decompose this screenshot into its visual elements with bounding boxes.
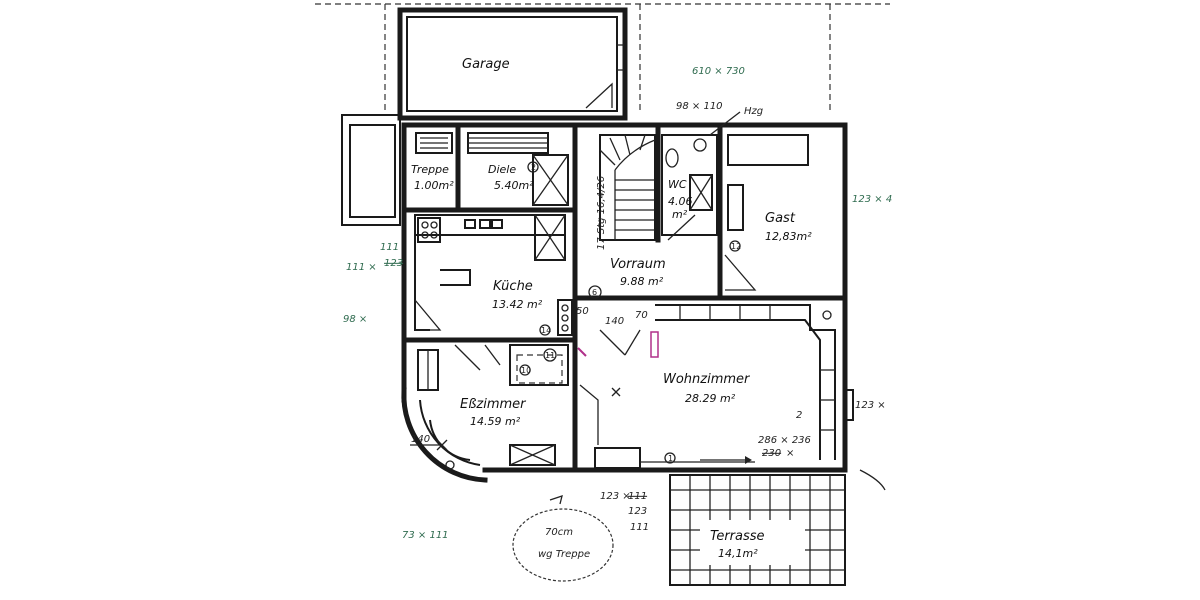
- gast-window-label: 123 × 4: [852, 194, 892, 205]
- circle-6: 6: [592, 288, 597, 297]
- terrace-window-strike: 111: [628, 491, 647, 502]
- terrace-window-label: 123 ×: [600, 491, 631, 502]
- wohn-window-label: 123 ×: [855, 400, 886, 411]
- wohnzimmer: Wohnzimmer 28.29 m² 123 × 286 × 236 230 …: [579, 304, 886, 469]
- garage-label: Garage: [462, 57, 510, 72]
- wohn-door-label: 286 × 236: [758, 435, 811, 446]
- wc-label: WC: [668, 178, 687, 191]
- treppe-diele: Treppe 1.00m² Diele 5.40m² 2: [411, 132, 569, 206]
- stamp-line2: wg Treppe: [538, 549, 590, 560]
- stair-dimensions: 17 Stg 16,4/26: [596, 176, 607, 250]
- kitchen: Küche 13.42 m² 50 14: [414, 214, 589, 336]
- vorraum-label: Vorraum: [610, 257, 666, 272]
- wc: WC 4.06 m² Hzg: [661, 106, 763, 241]
- circle-10: 10: [521, 366, 531, 375]
- ess-radius-label: 140: [411, 434, 430, 445]
- wohnzimmer-label: Wohnzimmer: [663, 372, 751, 387]
- handwritten-annotations: 610 × 730 98 × 110 111 × 123 111 98 × 73…: [343, 66, 745, 541]
- gast-area: 12,83m²: [765, 230, 812, 243]
- ess-window-label: 73 × 111: [402, 530, 449, 541]
- staircase: 17 Stg 16,4/26: [596, 134, 656, 250]
- wohn-door-x: ×: [786, 448, 794, 459]
- kueche-area: 13.42 m²: [492, 298, 543, 311]
- treppe-label: Treppe: [411, 163, 449, 176]
- wohnzimmer-area: 28.29 m²: [685, 392, 736, 405]
- wohn-door-strike: 230: [762, 448, 781, 459]
- garage-window-label: 610 × 730: [692, 66, 745, 77]
- site-boundary: [315, 3, 890, 491]
- esszimmer-area: 14.59 m²: [470, 415, 521, 428]
- circle-14: 14: [541, 326, 551, 335]
- garage: Garage: [397, 7, 628, 121]
- terrasse: Terrasse 14,1m²: [669, 474, 846, 586]
- heating-label: Hzg: [744, 106, 763, 117]
- treppe-area: 1.00m²: [414, 179, 454, 192]
- gast: 12 Gast 12,83m² 123 × 4: [724, 134, 892, 291]
- esszimmer: 11 10 140 Eßzimmer 14.59 m²: [401, 344, 569, 483]
- kitchen-window-label: 111 ×: [346, 262, 377, 273]
- kueche-label: Küche: [493, 279, 533, 294]
- stamp-line1: 70cm: [545, 527, 573, 538]
- door-140-label: 140: [605, 316, 624, 327]
- terrasse-label: Terrasse: [710, 529, 765, 544]
- terrasse-area: 14,1m²: [718, 547, 758, 560]
- gast-label: Gast: [765, 211, 796, 226]
- num-2-label: 2: [796, 410, 802, 421]
- terrace-window-alt: 111: [630, 522, 649, 533]
- vorraum: Vorraum 9.88 m² 6 140 70: [577, 257, 666, 358]
- side-window-label: 98 ×: [343, 314, 367, 325]
- circle-1: 1: [668, 454, 673, 463]
- kitchen-window-prefix: 111: [380, 242, 399, 253]
- outer-walls: [401, 122, 848, 473]
- window-98x110-label: 98 × 110: [676, 101, 723, 112]
- kitchen-window-strike: 123: [384, 258, 403, 269]
- diele-label: Diele: [488, 163, 516, 176]
- circle-11: 11: [545, 351, 555, 360]
- vorraum-area: 9.88 m²: [620, 275, 664, 288]
- stair-note-stamp: 70cm wg Treppe: [512, 508, 614, 582]
- circle-2-diele: 2: [531, 163, 536, 172]
- porch: [341, 114, 401, 226]
- circle-12: 12: [731, 242, 741, 251]
- door-50-label: 50: [576, 306, 589, 317]
- wc-area: 4.06: [668, 195, 693, 208]
- diele-area: 5.40m²: [494, 179, 534, 192]
- terrace-window-fix: 123: [628, 506, 647, 517]
- door-70-label: 70: [635, 310, 648, 321]
- wc-unit: m²: [672, 208, 688, 221]
- esszimmer-label: Eßzimmer: [460, 397, 527, 412]
